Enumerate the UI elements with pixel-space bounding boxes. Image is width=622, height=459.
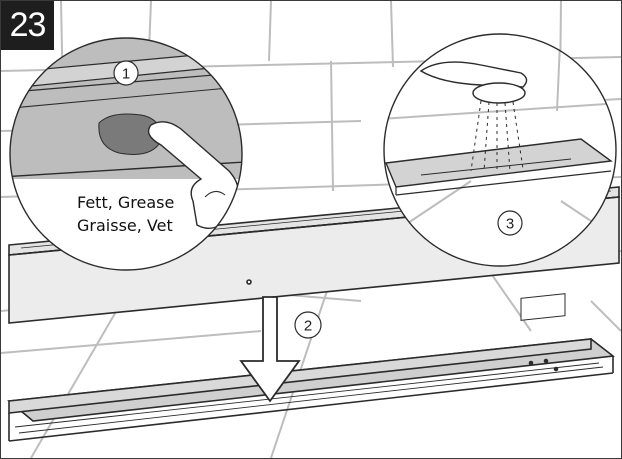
callout-2: 2 <box>294 311 322 339</box>
grease-caption-line-2: Graisse, Vet <box>77 216 173 235</box>
rinse-detail-circle: 3 <box>383 33 617 267</box>
callout-1-label: 1 <box>122 66 130 83</box>
drain-channel <box>7 293 616 442</box>
water-spray <box>470 100 524 172</box>
down-arrow <box>239 296 301 403</box>
callout-2-label: 2 <box>304 318 312 335</box>
step-number-badge: 23 <box>1 1 54 50</box>
grease-caption-line-1: Fett, Grease <box>77 193 174 212</box>
callout-3-label: 3 <box>506 216 514 233</box>
